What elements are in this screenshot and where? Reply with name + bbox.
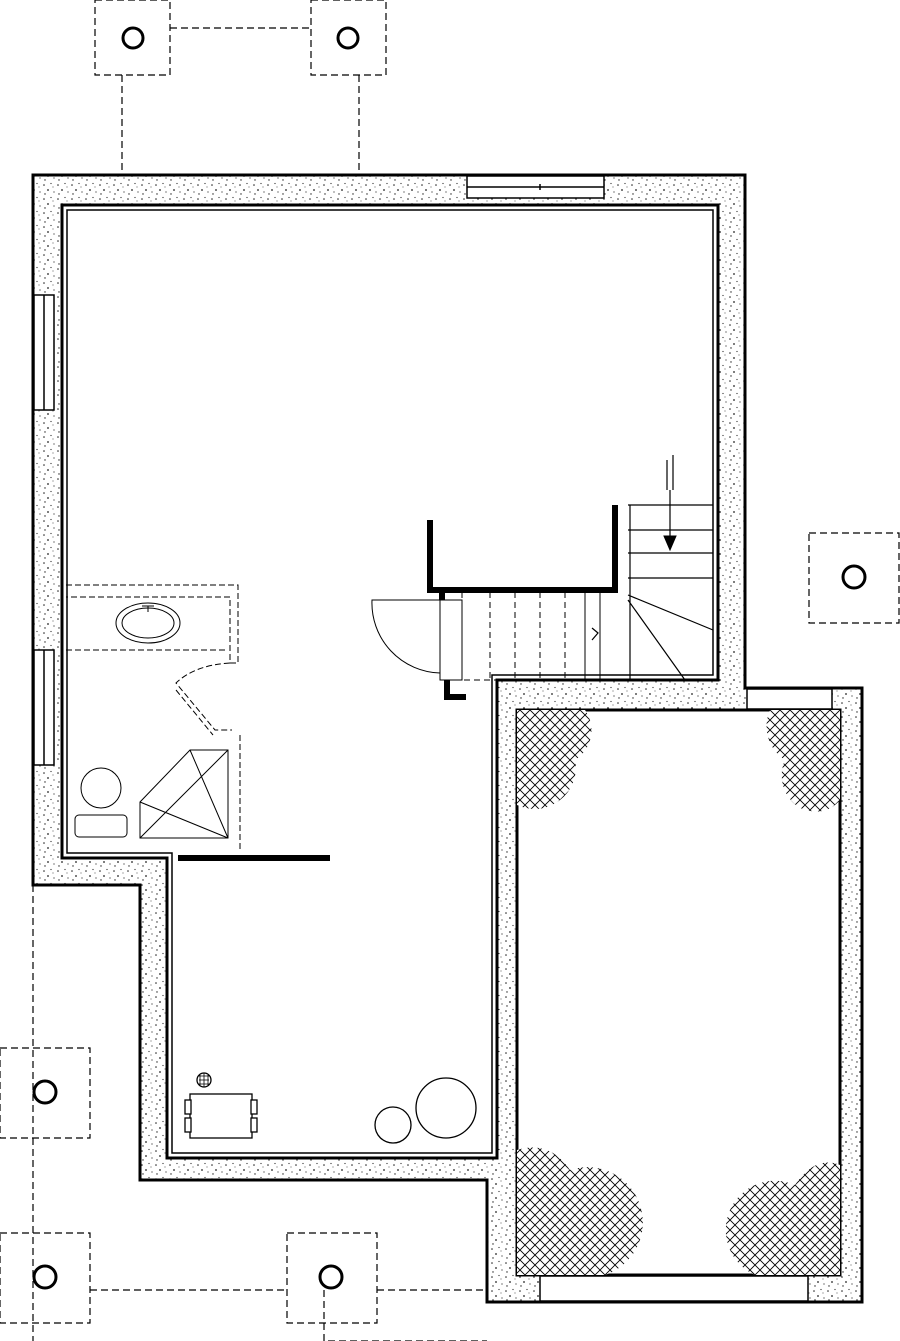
furnace-icon — [189, 1093, 253, 1139]
water-tank-icon — [374, 1106, 412, 1144]
footing-post-icons — [32, 26, 867, 1290]
toilet-icon — [80, 767, 122, 809]
windows — [33, 175, 833, 1302]
sink-icon — [115, 602, 181, 644]
garage-hatch-areas — [517, 710, 840, 1275]
wall-finish-line — [66, 209, 714, 1154]
mechanical-equipment — [184, 1072, 477, 1144]
staircase — [427, 455, 714, 700]
door[interactable] — [371, 599, 463, 681]
concrete-walls — [31, 173, 864, 1304]
water-heater-icon — [415, 1077, 477, 1139]
bathroom-fixtures — [66, 584, 330, 861]
garage-floor — [516, 709, 841, 1276]
